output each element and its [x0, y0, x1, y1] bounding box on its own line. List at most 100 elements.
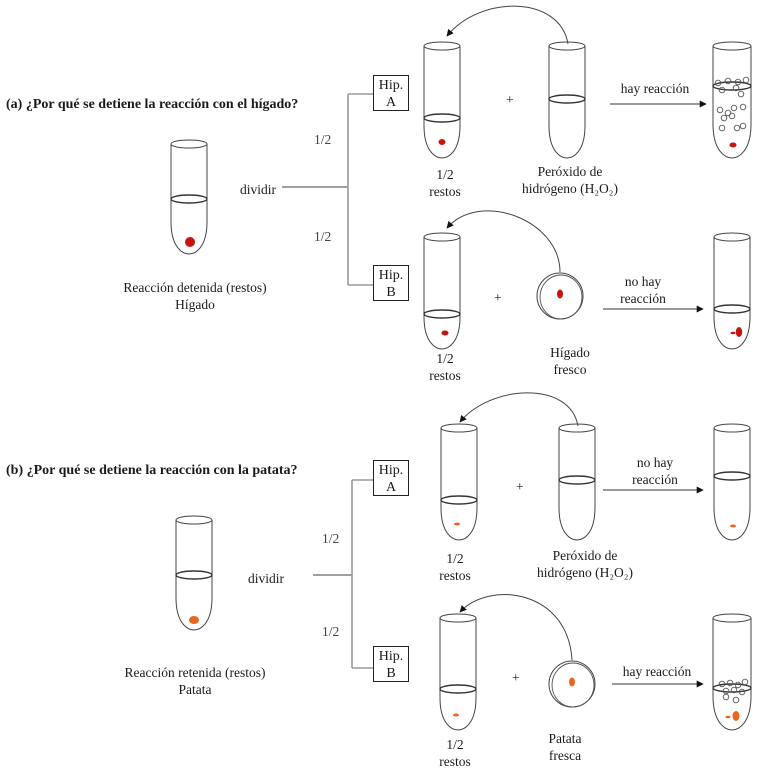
tube-body [439, 618, 477, 731]
hyp-letter: A [385, 95, 397, 110]
bubble [722, 693, 730, 701]
bubble [726, 679, 734, 687]
section-a-split-label: dividir [240, 182, 276, 197]
bubble [742, 76, 750, 84]
transfer-arrow-b-B [459, 594, 573, 661]
liquid-surface [175, 570, 213, 580]
bubble [732, 84, 740, 92]
liquid-surface [713, 471, 751, 481]
tissue-sample [569, 677, 575, 687]
bubble [724, 77, 732, 85]
bubble [724, 109, 732, 117]
section-a-title: (a) ¿Por qué se detiene la reacción con … [6, 97, 299, 112]
label-line2: restos [429, 368, 461, 383]
label-line1: no hay [636, 455, 674, 470]
hypothesis-box-b-B: Hip. B [373, 646, 409, 682]
label-line1: no hay [624, 274, 662, 289]
source-label-line2: Hígado [175, 297, 215, 312]
tube-body [713, 237, 751, 350]
bubble [714, 79, 722, 87]
tube-rim [713, 423, 751, 433]
label-line1: Patata [548, 731, 582, 746]
hypothesis-box-a-A: Hip. A [373, 75, 409, 111]
sample-residue [453, 713, 459, 717]
tube-rim [170, 139, 208, 149]
bubble [741, 678, 749, 686]
tube-body [440, 428, 478, 541]
section-a-hypB-result-label: no hay reacción [598, 273, 688, 307]
tissue-sample [557, 289, 563, 299]
section-b-hypA-result-label: no hay reacción [610, 454, 700, 488]
section-b-hypA-added-label: Peróxido de hidrógeno (H₂O₂) [535, 547, 635, 581]
sample-residue [438, 139, 446, 145]
section-a-hypA-plus: + [506, 92, 514, 107]
tube-rim [423, 41, 461, 51]
bubble [734, 681, 742, 689]
residue-tube-b-A [440, 423, 478, 541]
section-b-fraction-bottom: 1/2 [322, 624, 340, 639]
tube-body [712, 46, 752, 159]
source-label-line2: Patata [178, 682, 212, 697]
section-a-hypA-added-label: Peróxido de hidrógeno (H₂O₂) [520, 163, 620, 197]
bubble [730, 104, 738, 112]
bubble [733, 124, 741, 132]
label-line2: restos [439, 568, 471, 583]
fresh-tissue [735, 327, 743, 337]
sample-residue [441, 330, 449, 336]
tube-body [423, 46, 461, 159]
bubble [732, 696, 740, 704]
transfer-arrow-a-A [446, 5, 569, 45]
liquid-surface [558, 475, 596, 485]
label-line1: hay reacción [620, 81, 690, 96]
section-a-hypB-added-label: Hígado fresco [520, 344, 620, 378]
hyp-label: Hip. [378, 78, 404, 93]
hyp-label: Hip. [378, 649, 404, 664]
label-line1: 1/2 [436, 167, 454, 182]
section-a-hypB-plus: + [494, 290, 502, 305]
tube-body [423, 237, 461, 350]
label-line1: Hígado [550, 345, 590, 360]
bubble [730, 686, 738, 694]
bubble [739, 103, 747, 111]
label-line2: hidrógeno (H₂O₂) [536, 565, 634, 580]
hyp-label: Hip. [378, 463, 404, 478]
source-label-line1: Reacción retenida (restos) [124, 665, 266, 680]
tube-rim [548, 41, 586, 51]
sample-residue [730, 331, 736, 335]
sample-residue [730, 524, 736, 528]
tube-rim [423, 232, 461, 242]
result-tube-b-B [712, 613, 752, 731]
label-line2: reacción [632, 472, 678, 487]
label-line2: fresca [548, 748, 582, 763]
label-line1: Peróxido de [537, 164, 603, 179]
sample-residue [725, 715, 731, 719]
label-line1: hay reacción [622, 664, 692, 679]
sample-residue [729, 142, 737, 148]
fresh-tissue-dish-a-B [536, 272, 584, 320]
section-a-source-label: Reacción detenida (restos) Hígado [95, 279, 295, 313]
bubble [734, 78, 742, 86]
liquid-surface [439, 684, 477, 694]
bubble [716, 106, 724, 114]
tube-rim [712, 613, 752, 623]
section-b-hypB-left-label: 1/2 restos [435, 736, 475, 770]
tube-rim [175, 515, 213, 525]
bubble [738, 688, 746, 696]
hyp-letter: A [385, 480, 397, 495]
bubble [718, 86, 726, 94]
split-branch-a [282, 93, 373, 286]
liquid-surface [423, 309, 461, 319]
peroxide-tube-b-A [558, 423, 596, 541]
liquid-surface [423, 113, 461, 123]
bubble [718, 680, 726, 688]
hyp-letter: B [386, 285, 396, 300]
tube-body [548, 46, 586, 159]
tube-body [558, 428, 596, 541]
residue-tube-b-B [439, 613, 477, 731]
tube-rim [439, 613, 477, 623]
liquid-surface [548, 94, 586, 104]
tube-body [170, 144, 208, 255]
label-line2: reacción [620, 291, 666, 306]
label-line2: fresco [553, 362, 587, 377]
tube-rim [713, 232, 751, 242]
